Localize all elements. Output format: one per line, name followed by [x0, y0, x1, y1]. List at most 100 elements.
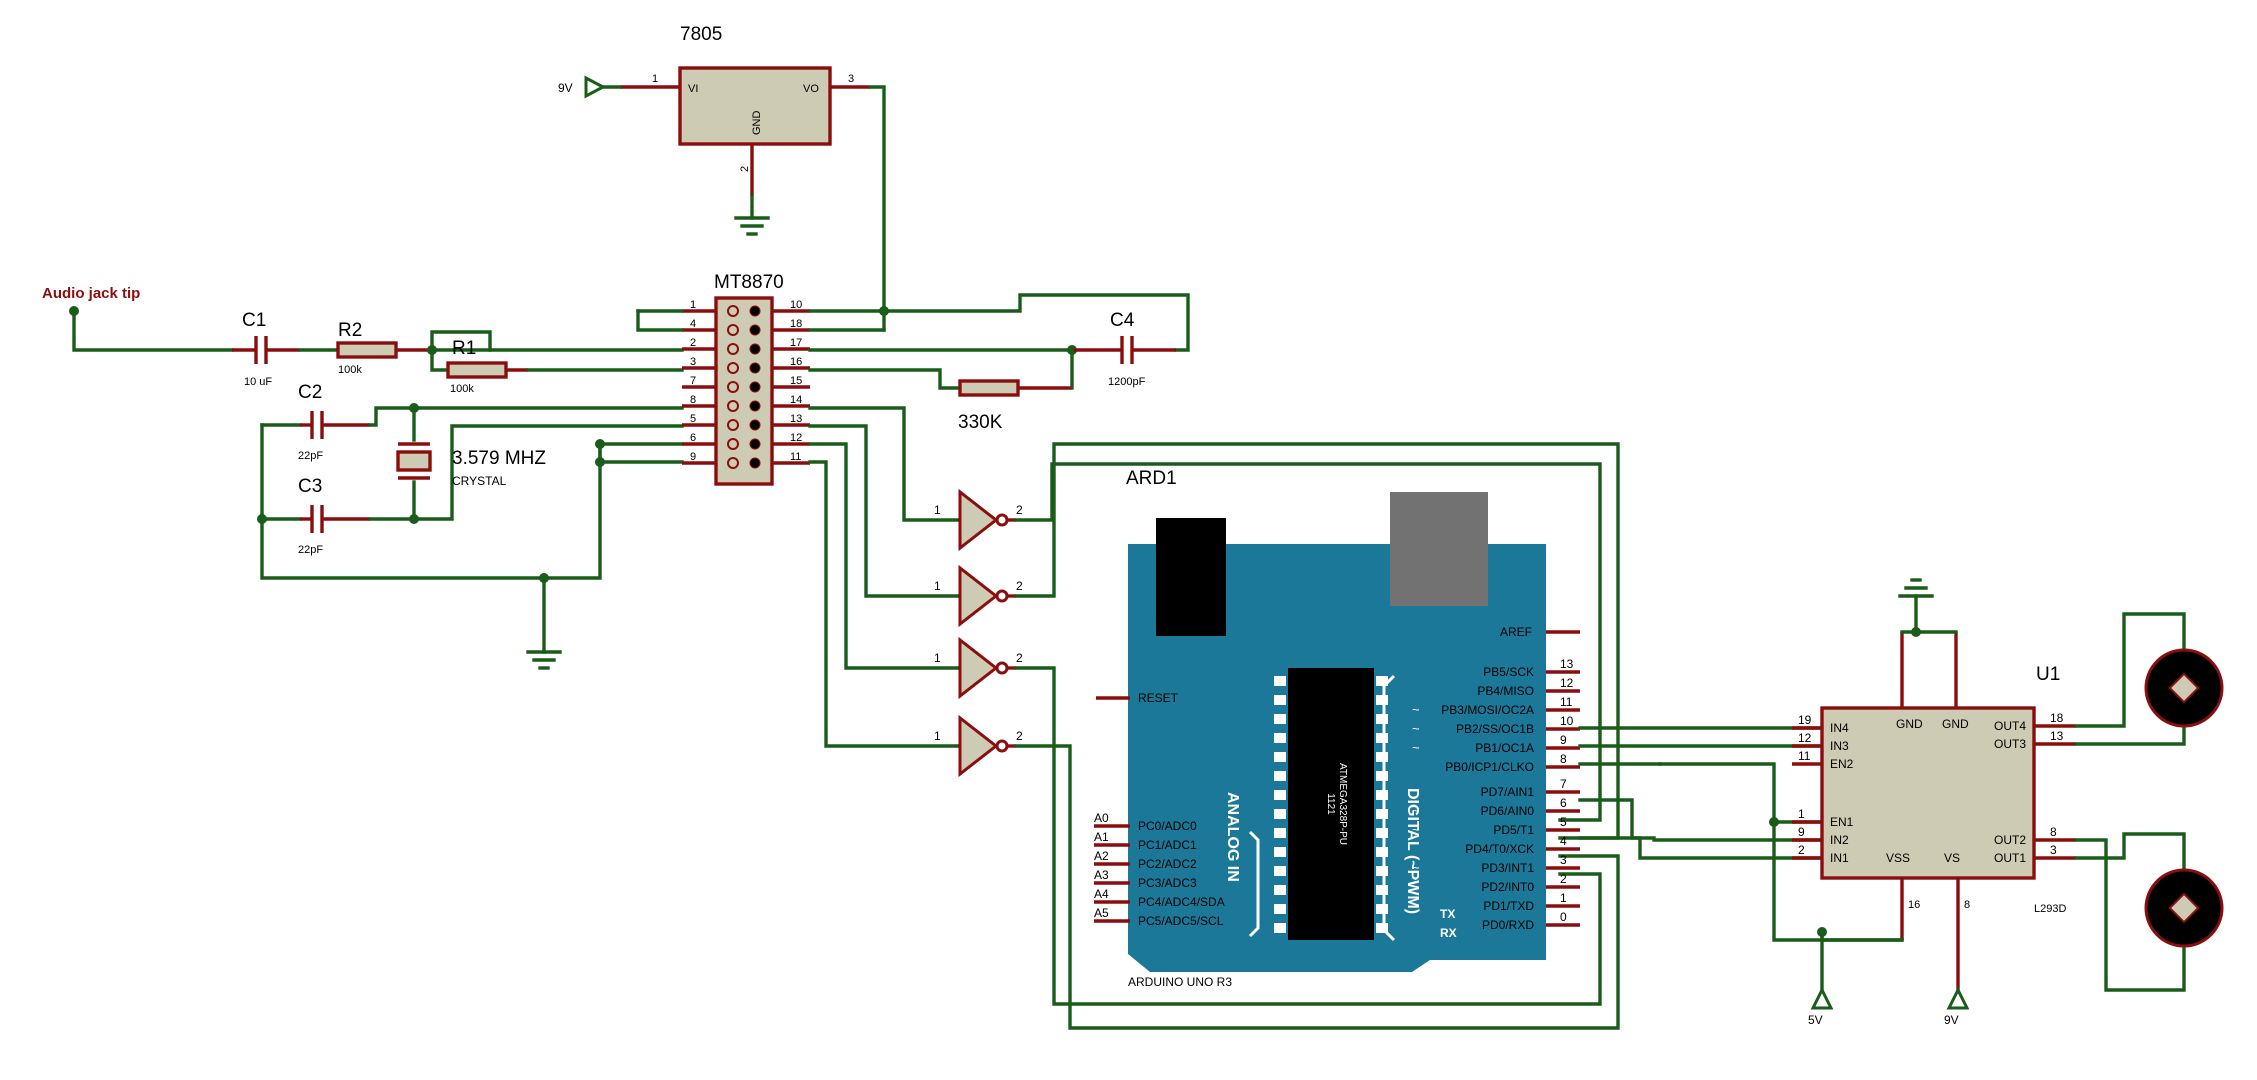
analog-pin-num: A3: [1094, 868, 1109, 882]
digital-pin-name: PB5/SCK: [1483, 665, 1534, 679]
svg-text:VS: VS: [1944, 851, 1960, 865]
digital-pin-name: PD4/T0/XCK: [1465, 842, 1534, 856]
l293d-left-num: 19: [1798, 713, 1812, 727]
svg-text:1: 1: [934, 651, 941, 665]
svg-text:C3: C3: [298, 476, 322, 497]
mt8870-left-pin: 4: [690, 318, 696, 330]
analog-pin-name: PC2/ADC2: [1138, 857, 1197, 871]
ground-symbol-left: [526, 576, 562, 670]
svg-text:ARDUINO UNO R3: ARDUINO UNO R3: [1128, 975, 1232, 989]
analog-pin-name: PC1/ADC1: [1138, 838, 1197, 852]
pwm-mark: ~: [1412, 721, 1420, 736]
l293d-left-label: IN4: [1830, 721, 1849, 735]
l293d-left-num: 12: [1798, 731, 1812, 745]
svg-text:RESET: RESET: [1138, 691, 1179, 705]
crystal-oscillator[interactable]: 3.579 MHZ CRYSTAL: [396, 406, 546, 521]
mt8870-left-pin: 9: [690, 451, 696, 463]
analog-pin-name: PC5/ADC5/SCL: [1138, 914, 1224, 928]
svg-text:1: 1: [652, 73, 658, 85]
svg-text:L293D: L293D: [2034, 903, 2066, 915]
analog-pin-name: PC0/ADC0: [1138, 819, 1197, 833]
svg-text:ARD1: ARD1: [1126, 468, 1177, 489]
svg-text:VSS: VSS: [1886, 851, 1910, 865]
svg-text:1: 1: [934, 579, 941, 593]
digital-pin-num: 5: [1560, 815, 1567, 829]
digital-pin-num: 13: [1560, 657, 1574, 671]
pwm-mark: ~: [1412, 702, 1420, 717]
mt8870-right-pin: 18: [790, 318, 802, 330]
mt8870-right-pin: 15: [790, 375, 802, 387]
svg-text:16: 16: [1908, 899, 1920, 911]
svg-text:1200pF: 1200pF: [1108, 376, 1146, 388]
digital-pin-name: PD0/RXD: [1482, 918, 1534, 932]
digital-pin-num: 0: [1560, 910, 1567, 924]
capacitor-c3[interactable]: C3 22pF: [260, 476, 370, 556]
analog-pin-num: A2: [1094, 849, 1109, 863]
resistor-r2[interactable]: R2 100k: [336, 320, 432, 376]
svg-text:22pF: 22pF: [298, 544, 323, 556]
analog-pin-num: A4: [1094, 887, 1109, 901]
mt8870-right-pin: 10: [790, 299, 802, 311]
mt8870-left-pin: 5: [690, 413, 696, 425]
svg-text:C1: C1: [242, 310, 266, 331]
svg-text:1: 1: [934, 503, 941, 517]
l293d-left-num: 9: [1798, 825, 1805, 839]
svg-text:100k: 100k: [338, 364, 362, 376]
svg-text:2: 2: [1016, 651, 1023, 665]
svg-text:3.579 MHZ: 3.579 MHZ: [452, 448, 546, 469]
svg-text:100k: 100k: [450, 383, 474, 395]
svg-text:GND: GND: [751, 111, 763, 136]
dc-motor-top[interactable]: [2144, 648, 2224, 728]
svg-text:9V: 9V: [558, 81, 573, 95]
digital-pin-name: PD2/INT0: [1481, 880, 1534, 894]
l293d-left-num: 1: [1798, 807, 1805, 821]
l293d-left-label: EN1: [1830, 815, 1854, 829]
mt8870-left-pin: 1: [690, 299, 696, 311]
l293d-right-label: OUT3: [1994, 737, 2026, 751]
mt8870-right-pin: 14: [790, 394, 802, 406]
svg-text:3: 3: [848, 73, 854, 85]
resistor-330k[interactable]: 330K: [958, 379, 1072, 433]
svg-text:C2: C2: [298, 382, 322, 403]
mt8870-right-pin: 11: [790, 451, 801, 463]
mt8870-right-pin: 13: [790, 413, 802, 425]
l293d-left-label: EN2: [1830, 757, 1854, 771]
mt8870-right-pin: 17: [790, 337, 802, 349]
digital-pin-name: PD3/INT1: [1481, 861, 1534, 875]
resistor-r1[interactable]: R1 100k: [430, 338, 528, 395]
dc-motor-bottom[interactable]: [2144, 868, 2224, 948]
arduino-pin-rows: A0PC0/ADC0A1PC1/ADC1A2PC2/ADC2A3PC3/ADC3…: [1094, 657, 1580, 932]
svg-text:10 uF: 10 uF: [244, 376, 272, 388]
digital-pin-num: 2: [1560, 872, 1567, 886]
pwm-mark: ~: [1412, 803, 1420, 818]
mt8870-left-pin: 8: [690, 394, 696, 406]
digital-pin-name: PB0/ICP1/CLKO: [1445, 760, 1534, 774]
capacitor-c2[interactable]: C2 22pF: [260, 382, 370, 462]
analog-pin-name: PC4/ADC4/SDA: [1138, 895, 1225, 909]
motor-driver-l293d[interactable]: U1 GND GND VSS VS L293D 16 8: [1820, 632, 2066, 992]
svg-text:ATMEGA328P-PU: ATMEGA328P-PU: [1337, 763, 1348, 845]
l293d-left-num: 11: [1798, 749, 1811, 763]
svg-text:AREF: AREF: [1500, 625, 1532, 639]
ground-symbol-right: [1898, 578, 1934, 634]
svg-text:1121: 1121: [1325, 793, 1336, 815]
svg-text:1: 1: [934, 729, 941, 743]
svg-text:9V: 9V: [1944, 1013, 1959, 1027]
digital-pin-num: 4: [1560, 834, 1567, 848]
dtmf-decoder-mt8870[interactable]: MT8870: [714, 272, 784, 486]
capacitor-c4[interactable]: C4 1200pF: [1072, 310, 1176, 388]
regulator-name: 7805: [680, 24, 722, 45]
svg-text:VO: VO: [803, 83, 819, 95]
svg-text:2: 2: [1016, 503, 1023, 517]
vo-wire: [868, 85, 886, 313]
digital-pin-num: 10: [1560, 714, 1574, 728]
capacitor-c1[interactable]: C1 10 uF: [232, 310, 300, 388]
arduino-uno-board[interactable]: ARD1 1121 ATMEGA328P-PU ANALOG IN DIGITA…: [1096, 468, 1580, 989]
digital-pin-name: PD6/AIN0: [1481, 804, 1535, 818]
svg-text:GND: GND: [1942, 717, 1969, 731]
digital-pin-num: 7: [1560, 777, 1567, 791]
regulator-7805[interactable]: 7805 VI VO GND 1 3 2: [620, 24, 870, 196]
